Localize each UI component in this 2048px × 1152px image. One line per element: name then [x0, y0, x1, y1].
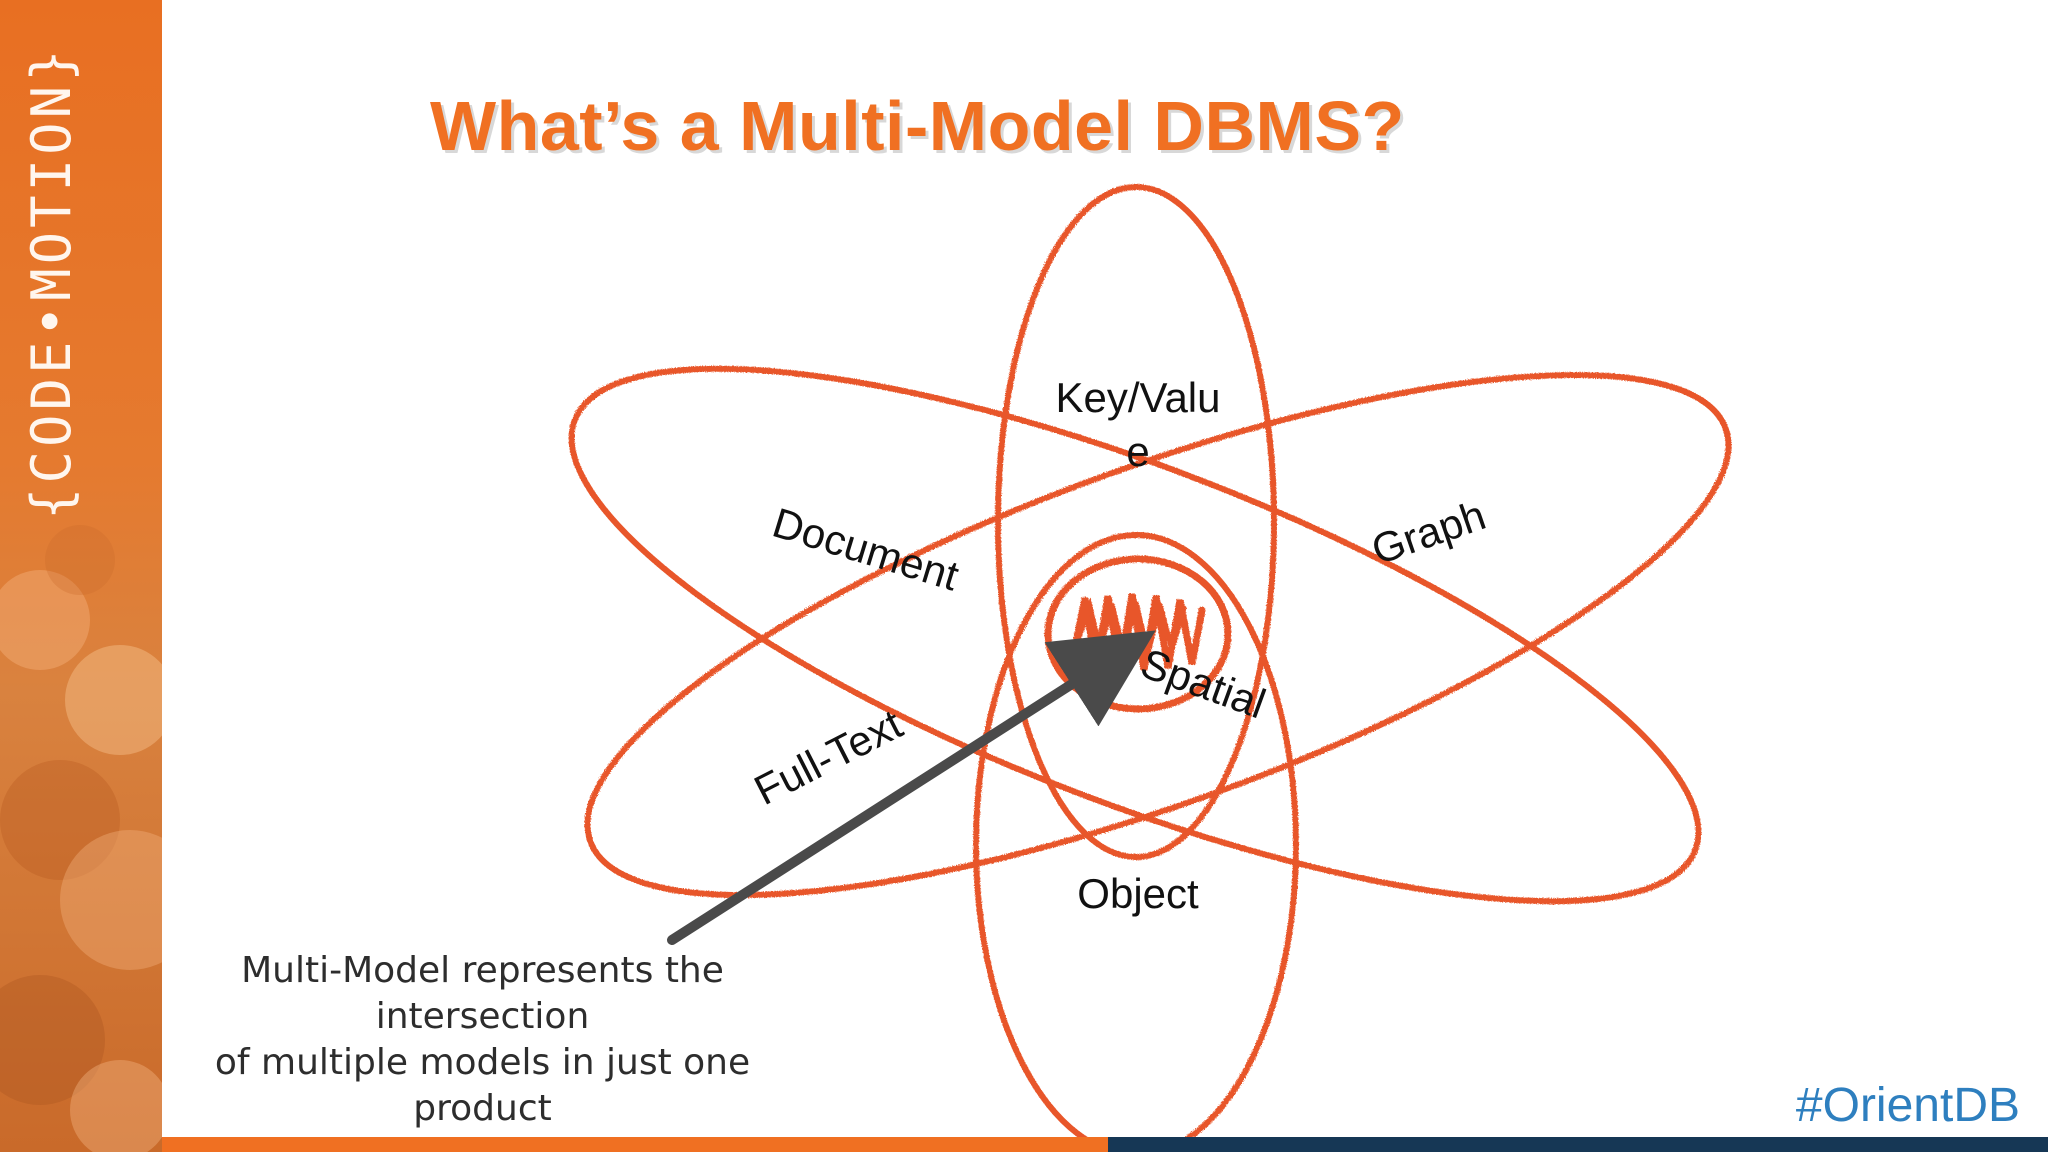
pointer-arrow [667, 630, 1156, 945]
footer-bar-orange [162, 1137, 1108, 1152]
intersection-scribble-2 [1075, 597, 1187, 660]
ellipse-document-spatial [568, 365, 1702, 905]
diagram-caption: Multi-Model represents the intersection … [180, 948, 785, 1132]
caption-line: intersection [375, 996, 590, 1037]
label-key-value-line2: e [1126, 428, 1149, 475]
label-graph: Graph [1366, 491, 1492, 573]
label-document: Document [767, 499, 964, 600]
ellipse-key-value [995, 184, 1277, 860]
ellipse-graph-fulltext [584, 372, 1732, 898]
label-object: Object [1077, 870, 1199, 917]
caption-line: of multiple models in just one [214, 1042, 751, 1083]
label-full-text: Full-Text [747, 700, 910, 814]
ellipse-object [973, 532, 1299, 1152]
label-key-value-line1: Key/Valu [1056, 374, 1221, 421]
caption-line: product [413, 1088, 552, 1129]
hashtag-orientdb: #OrientDB [1795, 1079, 2020, 1132]
caption-line: Multi-Model represents the [241, 950, 724, 991]
brand-sidebar: {CODE•MOTION} [0, 0, 162, 1152]
sidebar-photo-texture [0, 525, 162, 1152]
footer-bar-navy [1108, 1137, 2048, 1152]
label-spatial: Spatial [1135, 639, 1272, 727]
slide-title: What’s a Multi-Model DBMS? [430, 87, 1405, 165]
